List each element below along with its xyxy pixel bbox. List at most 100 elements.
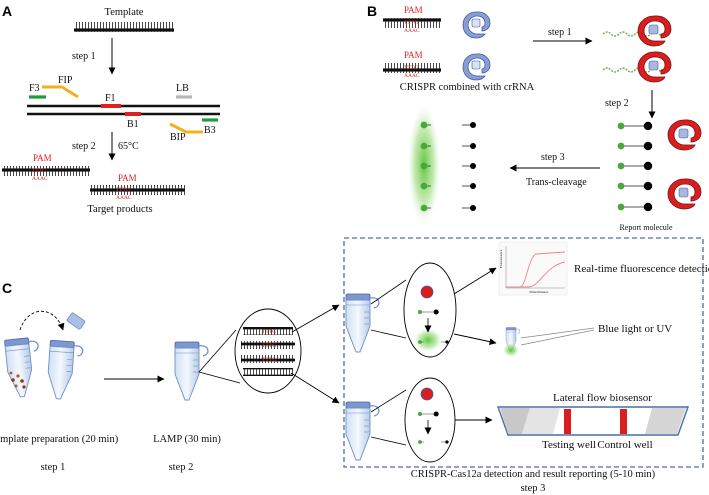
arrow-to-lateral-flow	[290, 372, 340, 404]
step1-label-b: step 1	[548, 27, 572, 38]
target-strand-bound-1	[602, 31, 668, 37]
seq-bottom-a1: AAAC	[32, 176, 48, 182]
arrow-to-realtime	[453, 267, 497, 295]
pam-label-a2: PAM	[118, 173, 137, 183]
pam-label-b2: PAM	[404, 50, 423, 60]
plot-x-label: Time/minutes	[529, 290, 549, 294]
panel-label-a: A	[2, 3, 12, 19]
pointer-line	[520, 329, 595, 346]
pointer-line	[520, 327, 595, 339]
panel-a: Template step 1 F1 B1 F3 FIP LB BIP B3 s…	[2, 7, 220, 215]
zoom-line	[370, 436, 407, 446]
seq-label-c2: TTTG	[262, 343, 276, 349]
product-dna-2	[90, 185, 185, 195]
f3-label: F3	[29, 83, 40, 94]
lb-label: LB	[176, 83, 189, 94]
target-strand-bound-2	[602, 67, 668, 73]
seq-top-a1: TTTG	[32, 168, 46, 174]
lamp-product-zoom	[234, 308, 302, 394]
trans-cleavage-label: Trans-cleavage	[526, 177, 587, 188]
realtime-plot: Fluorescence Time/minutes	[498, 241, 568, 296]
report-molecule-label: Report molecule	[619, 223, 673, 232]
reporter-molecule	[617, 181, 653, 191]
bluelight-label: Blue light or UV	[598, 323, 672, 335]
sample-particles	[9, 371, 26, 389]
reporter-molecule	[617, 161, 653, 171]
reporter-molecule	[617, 202, 653, 212]
cas12a-active-icon	[667, 119, 702, 151]
reaction-tube	[345, 293, 380, 353]
zoom-line	[370, 279, 407, 305]
amplicon-dna	[241, 355, 295, 363]
panel-b: PAM TTTG AAAC PAM TTTG AAAC CRISPR combi…	[383, 5, 702, 232]
bip-primer	[169, 122, 203, 134]
product-dna-1	[2, 166, 90, 176]
step1-label-c: step 1	[41, 462, 66, 473]
b3-label: B3	[204, 125, 216, 136]
lateral-flow-strip	[497, 406, 689, 436]
seq-bottom-b1: AAAC	[404, 28, 420, 34]
amplicon-dna	[241, 341, 295, 349]
amplicon-dna	[243, 368, 293, 376]
seq-top-b1: TTTG	[404, 20, 418, 26]
cas12a-icon	[462, 11, 491, 39]
cas12a-icon	[420, 285, 434, 299]
template-label: Template	[105, 7, 144, 18]
cas12a-icon	[462, 53, 491, 81]
zoom-line	[370, 389, 407, 413]
sample-tube	[3, 336, 44, 399]
seq-top-b2: TTTG	[404, 65, 418, 71]
seq-label-c3: TTTG	[262, 357, 276, 363]
b1-label: B1	[127, 119, 139, 130]
reporter-molecule	[617, 141, 653, 151]
zoom-line	[198, 371, 241, 384]
lamp-tube	[174, 341, 209, 401]
step2-label-c: step 2	[169, 462, 194, 473]
lateral-flow-label: Lateral flow biosensor	[553, 392, 652, 404]
arrow-to-fluorescence	[291, 304, 340, 333]
testing-line	[564, 409, 571, 434]
control-well-label: Control well	[597, 439, 652, 451]
seq-bottom-b2: AAAC	[404, 73, 420, 79]
lamp-label: LAMP (30 min)	[153, 434, 221, 445]
panel-label-b: B	[367, 3, 377, 19]
target-dna-b1	[383, 18, 441, 28]
fluorescence-curve	[506, 261, 566, 288]
testing-well-label: Testing well	[542, 439, 596, 451]
fip-primer	[42, 85, 79, 99]
fip-label: FIP	[58, 75, 73, 86]
target-dna-b2	[383, 63, 441, 73]
temp-label: 65°C	[118, 141, 139, 152]
fluorescence-glow	[414, 328, 442, 352]
template-dna	[74, 22, 174, 32]
transfer-arrow	[19, 311, 65, 331]
template-prep-label: Template preparation (20 min)	[0, 434, 119, 445]
seq-bottom-a2: AAAC	[116, 195, 132, 201]
zoom-line	[370, 329, 407, 339]
plot-y-label: Fluorescence	[499, 249, 503, 268]
sample-tube	[45, 339, 84, 401]
zoom-line	[198, 329, 237, 373]
step1-label-a: step 1	[72, 51, 96, 62]
realtime-label: Real-time fluorescence detection	[574, 263, 709, 275]
step3-label-b: step 3	[541, 152, 565, 163]
amplicon-dna	[243, 327, 293, 335]
control-line	[620, 409, 627, 434]
arrow-to-bluelight	[453, 333, 497, 346]
panel-label-c: C	[2, 280, 12, 296]
f1-label: F1	[105, 93, 116, 104]
cas12a-active-icon	[637, 15, 672, 47]
step2-label-b: step 2	[605, 98, 629, 109]
target-products-label: Target products	[87, 204, 152, 215]
f1-region	[101, 104, 121, 108]
fluorescence-glow	[503, 343, 519, 357]
pam-label-a1: PAM	[33, 153, 52, 163]
reaction-tube	[345, 401, 380, 461]
reporter-molecule	[617, 121, 653, 131]
cas12a-active-icon	[637, 51, 672, 83]
bip-label: BIP	[170, 132, 186, 143]
cas12a-detection-box	[343, 237, 704, 468]
seq-label-c1: TTTG	[262, 329, 276, 335]
crispr-label: CRISPR combined with crRNA	[400, 82, 535, 93]
